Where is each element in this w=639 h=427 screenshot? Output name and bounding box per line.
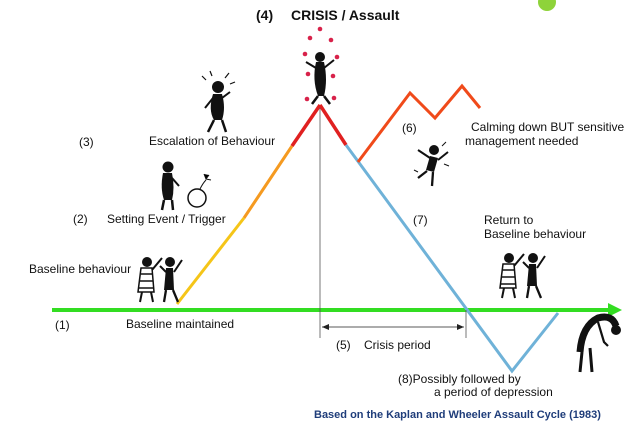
stage-3-label: Escalation of Behaviour xyxy=(149,134,276,148)
stage-6-line2: management needed xyxy=(465,134,579,148)
two-figures-icon xyxy=(137,257,183,303)
stage-2-label: Setting Event / Trigger xyxy=(107,212,226,226)
calming-zigzag xyxy=(356,83,482,163)
two-figures-icon-right xyxy=(499,253,546,299)
crisis-fall-segment xyxy=(318,104,348,146)
title-number: (4) xyxy=(256,7,274,23)
stage-7-number: (7) xyxy=(413,213,428,227)
page-title: CRISIS / Assault xyxy=(291,7,400,23)
source-credit: Based on the Kaplan and Wheeler Assault … xyxy=(314,409,601,421)
bowing-figure-icon xyxy=(576,313,621,373)
stage-8-line2: a period of depression xyxy=(434,385,553,399)
stage-1-label: Baseline maintained xyxy=(126,317,235,331)
stage-6-line1: Calming down BUT sensitive xyxy=(471,120,625,134)
angry-figure-icon xyxy=(201,70,236,133)
stage-1-number: (1) xyxy=(55,318,70,332)
arrow-left-icon xyxy=(322,324,329,330)
figure-with-bomb-icon xyxy=(160,161,212,211)
stage-2-number: (2) xyxy=(73,212,88,226)
stage-7-line2: Baseline behaviour xyxy=(484,227,587,241)
stage-8-line1: (8)Possibly followed by xyxy=(398,372,521,386)
stage-6-number: (6) xyxy=(402,121,417,135)
trigger-segment xyxy=(175,217,246,305)
baseline-arrow-icon xyxy=(608,303,622,317)
dancing-figure-icon xyxy=(413,141,450,187)
juggling-figure-icon xyxy=(302,26,340,105)
escalation-segment xyxy=(242,145,294,219)
baseline-behaviour-label: Baseline behaviour xyxy=(29,262,132,276)
stage-5-number: (5) xyxy=(336,338,351,352)
green-dot-icon xyxy=(538,0,556,11)
arrow-right-icon xyxy=(457,324,464,330)
stage-7-line1: Return to xyxy=(484,213,534,227)
stage-5-label: Crisis period xyxy=(364,338,431,352)
stage-3-number: (3) xyxy=(79,135,94,149)
crisis-rise-segment xyxy=(290,104,322,147)
recovery-segment xyxy=(344,144,560,374)
